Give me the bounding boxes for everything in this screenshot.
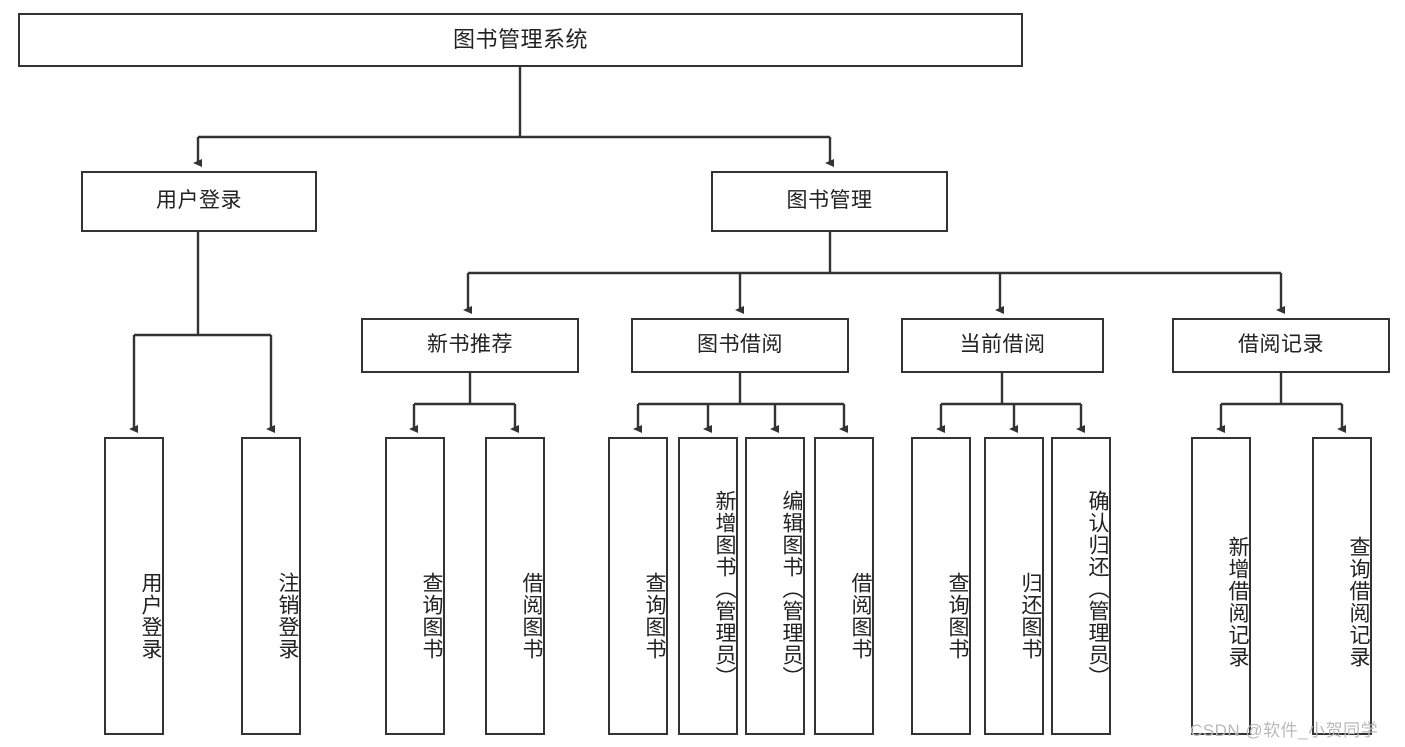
- leaf-add-borrow-record[interactable]: 新增借阅记录: [1191, 437, 1251, 735]
- node-book-management[interactable]: 图书管理: [711, 171, 948, 232]
- node-user-login[interactable]: 用户登录: [81, 171, 317, 232]
- leaf-confirm-return-admin[interactable]: 确认归还（管理员）: [1051, 437, 1111, 735]
- leaf-borrow-book-new[interactable]: 借阅图书: [485, 437, 545, 735]
- node-current-borrow[interactable]: 当前借阅: [901, 318, 1104, 373]
- leaf-query-book-current[interactable]: 查询图书: [911, 437, 971, 735]
- leaf-return-book[interactable]: 归还图书: [984, 437, 1044, 735]
- leaf-query-book-new[interactable]: 查询图书: [385, 437, 445, 735]
- leaf-query-borrow-record[interactable]: 查询借阅记录: [1312, 437, 1372, 735]
- leaf-add-book-admin[interactable]: 新增图书（管理员）: [678, 437, 738, 735]
- node-book-borrow[interactable]: 图书借阅: [631, 318, 849, 373]
- node-new-book-recommend[interactable]: 新书推荐: [361, 318, 579, 373]
- node-borrow-record[interactable]: 借阅记录: [1172, 318, 1390, 373]
- leaf-edit-book-admin[interactable]: 编辑图书（管理员）: [745, 437, 805, 735]
- leaf-user-login[interactable]: 用户登录: [104, 437, 164, 735]
- leaf-logout[interactable]: 注销登录: [241, 437, 301, 735]
- leaf-query-book-borrow[interactable]: 查询图书: [608, 437, 668, 735]
- node-root-system[interactable]: 图书管理系统: [18, 13, 1023, 67]
- csdn-watermark: CSDN @软件_小贺同学: [1190, 721, 1379, 740]
- leaf-borrow-book[interactable]: 借阅图书: [814, 437, 874, 735]
